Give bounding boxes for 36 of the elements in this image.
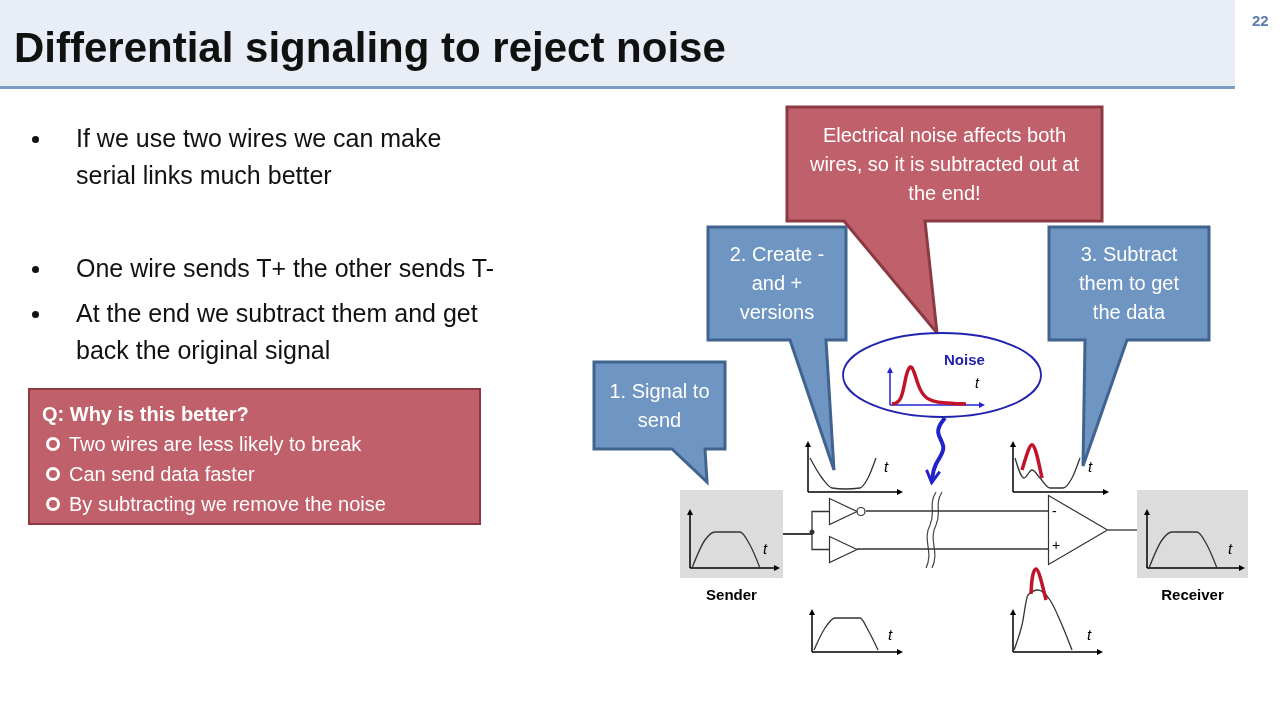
axis-label: t	[884, 458, 889, 475]
callout-bubble	[708, 227, 846, 470]
page-number: 22	[1252, 12, 1269, 29]
axis-label: t	[1228, 540, 1233, 557]
input-polarity-label: -	[1052, 503, 1057, 519]
slide-title: Differential signaling to reject noise	[14, 24, 726, 72]
axis-label: t	[763, 540, 768, 557]
bullet-text: If we use two wires we can make serial links much better	[76, 123, 443, 191]
axis-label: t	[1087, 626, 1092, 643]
noise-arrow	[925, 416, 947, 485]
noise-ellipse	[842, 332, 1042, 418]
wire	[782, 533, 830, 551]
differential-amplifier-symbol	[1048, 495, 1108, 565]
callout-text: Electrical noise affects both wires, so it is subtracted out at the end!	[809, 122, 1080, 206]
answer-option: By subtracting we remove the noise	[69, 492, 386, 516]
bullet-text: One wire sends T+ the other sends T-	[76, 253, 496, 284]
input-polarity-label: +	[1052, 537, 1061, 553]
buffer-symbol	[829, 536, 857, 563]
callout-text: 3. Subtract them to get the data	[1077, 242, 1181, 325]
block-label: Sender	[705, 586, 758, 603]
bullet-text: At the end we subtract them and get back the original signal	[76, 298, 479, 366]
block-label: Receiver	[1160, 586, 1225, 603]
wire	[1107, 529, 1138, 531]
inverter-symbol	[829, 498, 866, 525]
axis-label: t	[888, 626, 893, 643]
wire	[856, 548, 1049, 550]
noise-label: Noise	[944, 351, 985, 368]
question-text: Q: Why is this better?	[42, 402, 250, 427]
answer-option: Two wires are less likely to break	[69, 432, 362, 456]
axis-label: t	[975, 375, 979, 391]
wire	[865, 510, 1049, 512]
answer-option: Can send data faster	[69, 462, 255, 486]
callout-text: 2. Create - and + versions	[728, 242, 826, 325]
axis-label: t	[1088, 458, 1093, 475]
question-box	[28, 388, 481, 525]
callout-text: 1. Signal to send	[608, 378, 711, 433]
